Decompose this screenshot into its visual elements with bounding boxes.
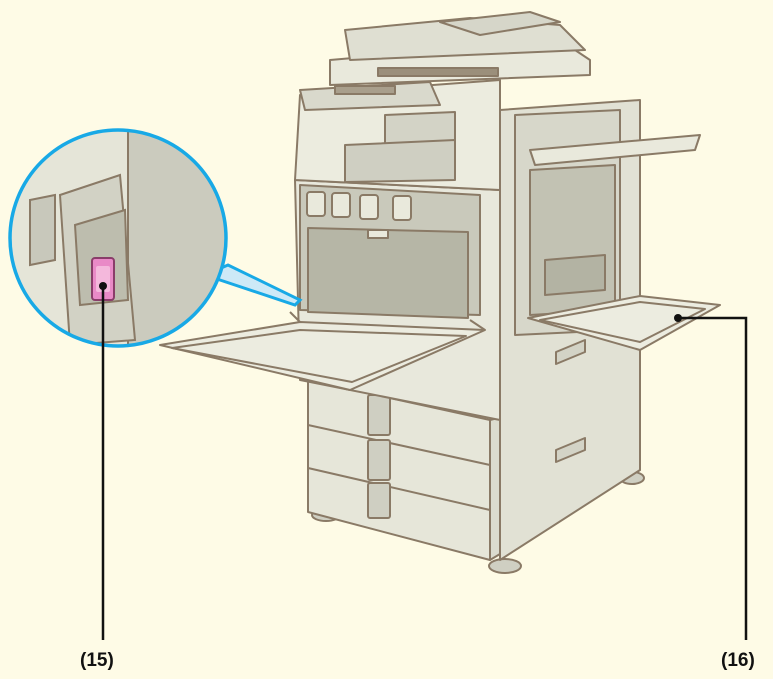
copier-body bbox=[160, 12, 720, 573]
leader-line-16 bbox=[678, 318, 746, 640]
callout-label-16: (16) bbox=[721, 650, 755, 672]
zoom-view bbox=[10, 130, 300, 350]
callout-label-15: (15) bbox=[80, 650, 114, 672]
